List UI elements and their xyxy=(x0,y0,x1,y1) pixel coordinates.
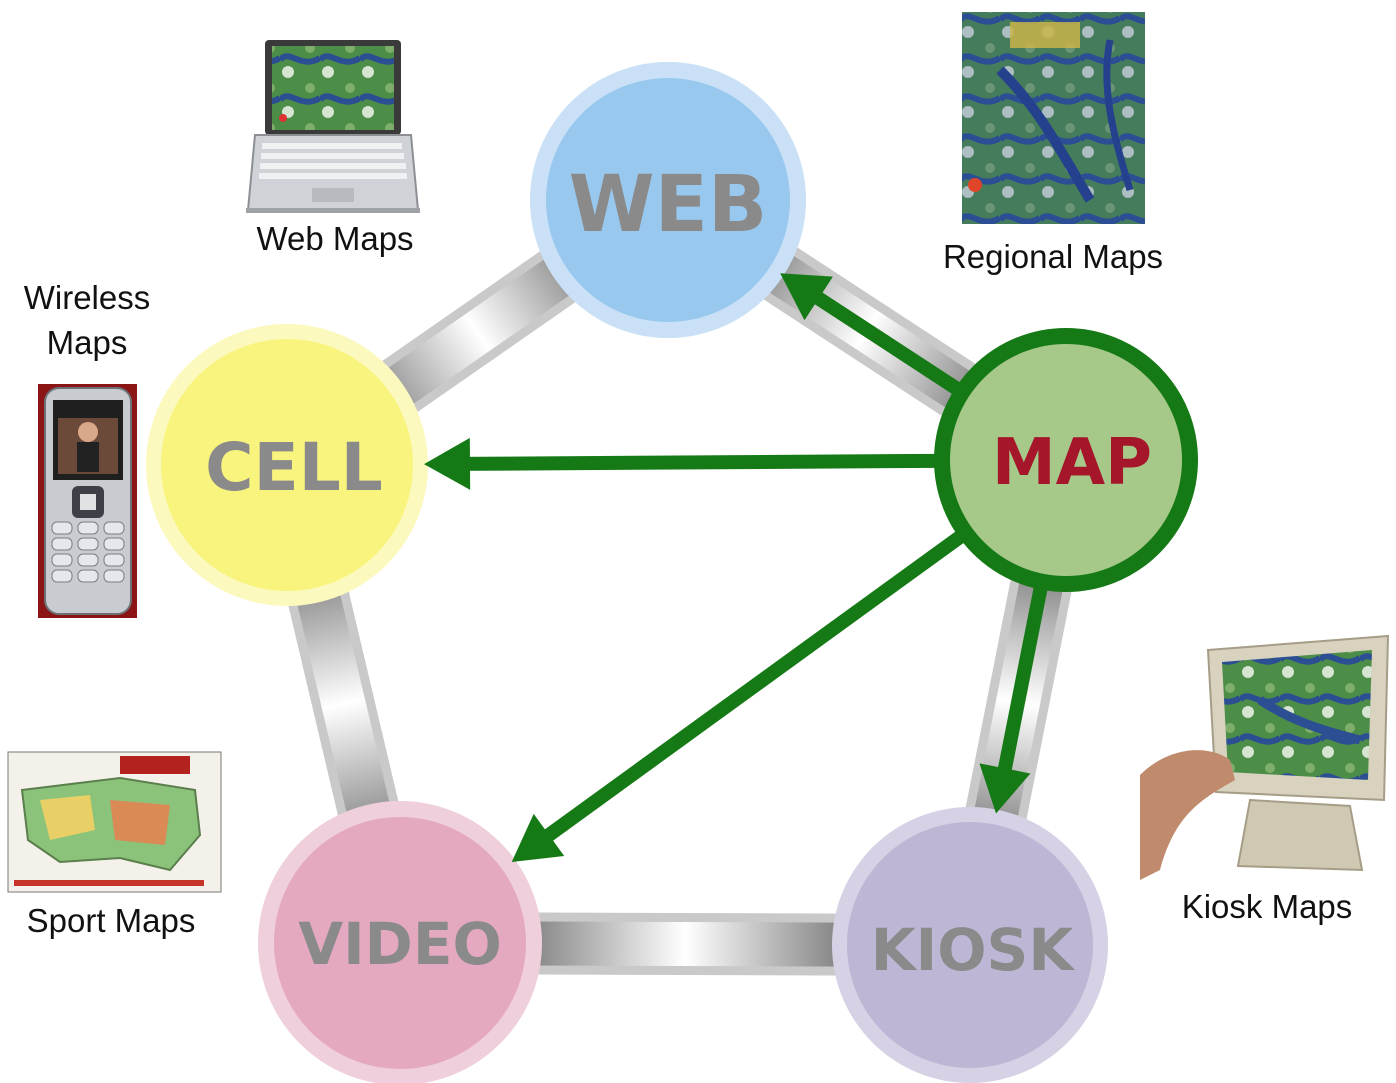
arrow-head-kiosk xyxy=(979,763,1031,814)
node-video-fill xyxy=(274,817,526,1069)
node-web: WEB xyxy=(530,62,806,338)
cell-phone-image xyxy=(38,384,137,618)
node-web-fill xyxy=(546,78,790,322)
arrow-head-web xyxy=(780,273,833,321)
arrow-head-video xyxy=(511,813,565,862)
connector-video-kiosk xyxy=(399,912,971,976)
node-map: MAP xyxy=(934,328,1198,592)
arrow-map-to-kiosk xyxy=(995,584,1049,782)
node-kiosk-fill xyxy=(847,822,1093,1068)
node-cell: CELL xyxy=(146,324,428,606)
sport-map-image xyxy=(7,751,222,893)
caption-sport-maps: Sport Maps xyxy=(27,902,196,939)
node-kiosk: KIOSK xyxy=(832,807,1108,1083)
caption-wireless-line2: Maps xyxy=(47,324,128,361)
node-kiosk-label: KIOSK xyxy=(871,916,1076,984)
node-video: VIDEO xyxy=(258,801,542,1083)
caption-kiosk-maps: Kiosk Maps xyxy=(1182,888,1353,925)
node-video-label: VIDEO xyxy=(298,910,502,978)
arrow-map-to-web xyxy=(804,286,963,396)
node-cell-label: CELL xyxy=(205,429,383,506)
arrow-map-to-video xyxy=(535,529,967,848)
node-cell-fill xyxy=(161,339,413,591)
regional-map-image xyxy=(962,12,1145,224)
laptop-map-image xyxy=(246,40,420,213)
arrow-head-cell xyxy=(423,437,471,490)
caption-wireless-line1: Wireless xyxy=(24,279,151,316)
kiosk-touchscreen-image xyxy=(1140,634,1390,880)
caption-web-maps: Web Maps xyxy=(256,220,413,257)
node-map-fill xyxy=(934,328,1198,592)
distribution-arrows-front xyxy=(423,273,1049,862)
node-web-label: WEB xyxy=(569,160,768,250)
caption-regional-maps: Regional Maps xyxy=(943,238,1163,275)
arrow-map-to-cell xyxy=(457,453,939,471)
node-map-label: MAP xyxy=(992,426,1152,500)
